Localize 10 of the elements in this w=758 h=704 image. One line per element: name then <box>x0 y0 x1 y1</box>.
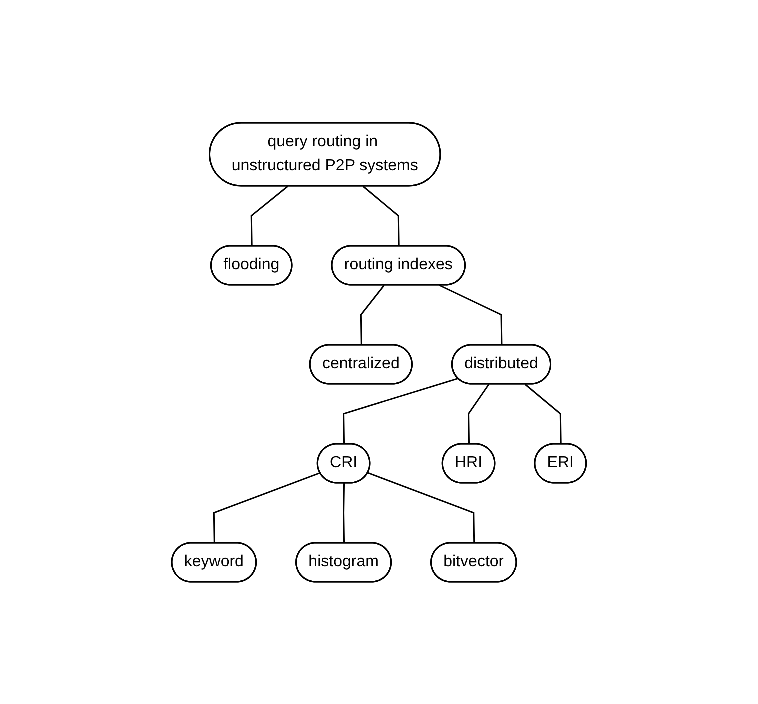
connector <box>524 383 562 444</box>
connector <box>368 472 475 543</box>
connector <box>213 472 320 543</box>
connector <box>342 482 345 543</box>
connector <box>360 284 385 345</box>
connector <box>342 377 458 444</box>
connector <box>250 185 288 246</box>
connector <box>439 284 503 345</box>
connector <box>468 384 490 444</box>
connector <box>362 185 400 246</box>
